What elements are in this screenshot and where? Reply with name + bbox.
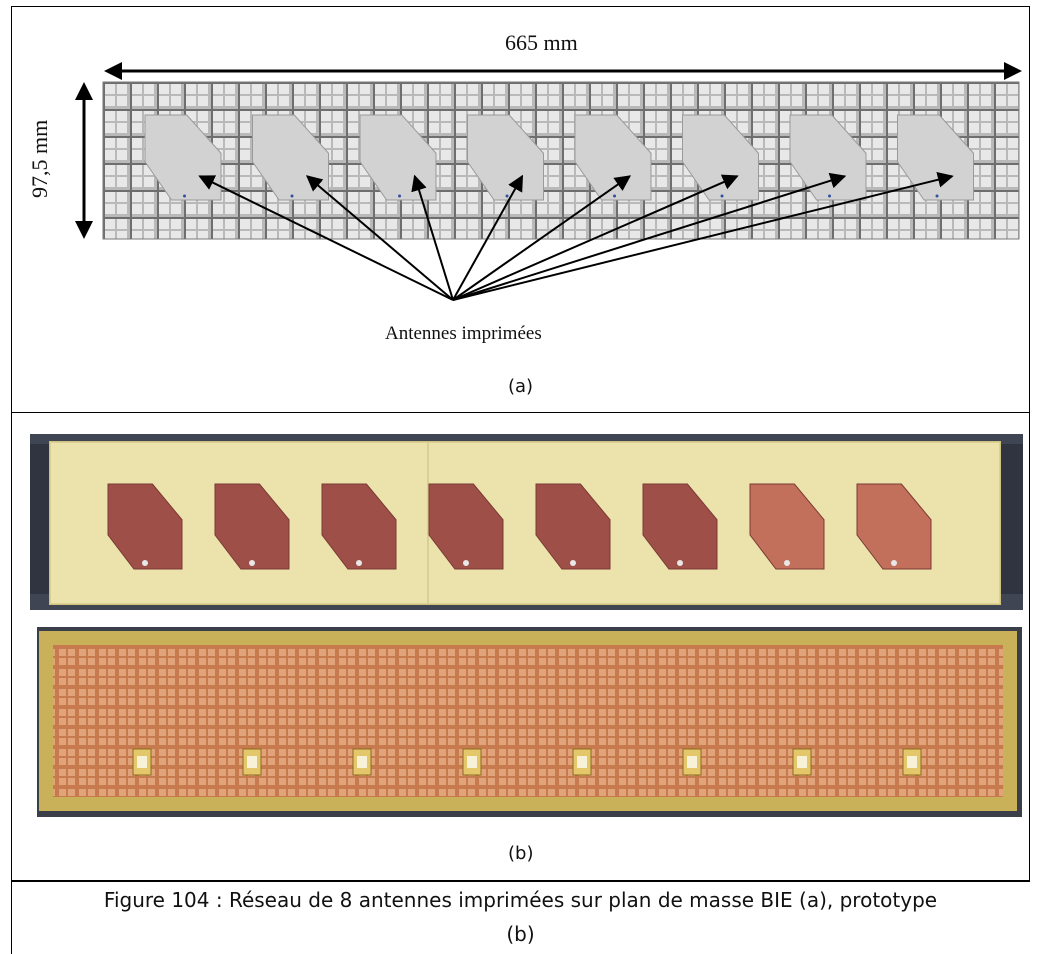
connector-pin <box>570 560 576 566</box>
connector-pin <box>356 560 362 566</box>
pointer-arrow <box>452 174 524 301</box>
prototype-photo-bottom <box>37 627 1022 817</box>
arrow-right-icon <box>1004 62 1022 80</box>
copper-patch <box>321 483 397 570</box>
ebg-ground-plane <box>102 81 1020 240</box>
copper-patch <box>535 483 611 570</box>
feed-point <box>290 194 294 198</box>
width-label: 665 mm <box>505 30 578 55</box>
copper-patch <box>214 483 290 570</box>
copper-patches <box>107 483 932 570</box>
panel-label-a: (a) <box>508 376 534 397</box>
schematic-diagram <box>75 62 1022 301</box>
antenna-patch <box>574 114 652 201</box>
row-divider <box>11 412 1030 413</box>
arrow-down-icon <box>75 221 93 239</box>
pointer-arrow <box>452 171 954 301</box>
pointer-arrow <box>411 174 454 301</box>
feed-point <box>935 194 939 198</box>
annotation-arrows <box>198 171 954 301</box>
antenna-patch <box>682 114 759 201</box>
feed-connector-core <box>577 756 587 768</box>
caption-left-border <box>11 881 12 954</box>
feed-point <box>828 194 832 198</box>
feed-connector-core <box>137 756 147 768</box>
copper-patch <box>642 483 718 570</box>
feed-connector-core <box>687 756 697 768</box>
pointer-arrow <box>198 175 454 301</box>
connector-pin <box>142 560 148 566</box>
feed-connector-core <box>797 756 807 768</box>
feed-connectors <box>132 748 922 776</box>
pointer-arrow <box>306 175 454 301</box>
connector-pin <box>463 560 469 566</box>
pointer-arrow <box>452 172 847 301</box>
figure-caption: Figure 104 : Réseau de 8 antennes imprim… <box>103 888 938 912</box>
figure-table-frame <box>11 6 1030 881</box>
connector-pin <box>784 560 790 566</box>
feed-connector-core <box>357 756 367 768</box>
feed-point <box>505 194 509 198</box>
pointer-arrow <box>452 175 632 301</box>
caption-divider <box>11 881 1030 882</box>
feed-connector-core <box>467 756 477 768</box>
connector-pin <box>891 560 897 566</box>
feed-point <box>183 194 187 198</box>
copper-patch <box>856 483 932 570</box>
panel-label-b: (b) <box>508 843 534 864</box>
annotation-label: Antennes imprimées <box>385 323 542 344</box>
feed-connector-core <box>907 756 917 768</box>
arrow-left-icon <box>104 62 122 80</box>
antenna-patch <box>789 114 867 201</box>
antenna-patch <box>467 114 544 201</box>
antenna-patch <box>897 114 974 201</box>
feed-point <box>613 194 617 198</box>
connector-pin <box>677 560 683 566</box>
copper-patch <box>107 483 183 570</box>
feed-point <box>720 194 724 198</box>
copper-patch <box>428 483 504 570</box>
height-label: 97,5 mm <box>27 119 52 198</box>
pointer-arrow <box>452 174 739 301</box>
arrow-up-icon <box>75 82 93 100</box>
copper-patch <box>749 483 825 570</box>
figure-caption-line2: (b) <box>506 922 535 946</box>
feed-connector-core <box>247 756 257 768</box>
feed-point <box>398 194 402 198</box>
prototype-photo-top <box>30 434 1023 610</box>
connector-pin <box>249 560 255 566</box>
